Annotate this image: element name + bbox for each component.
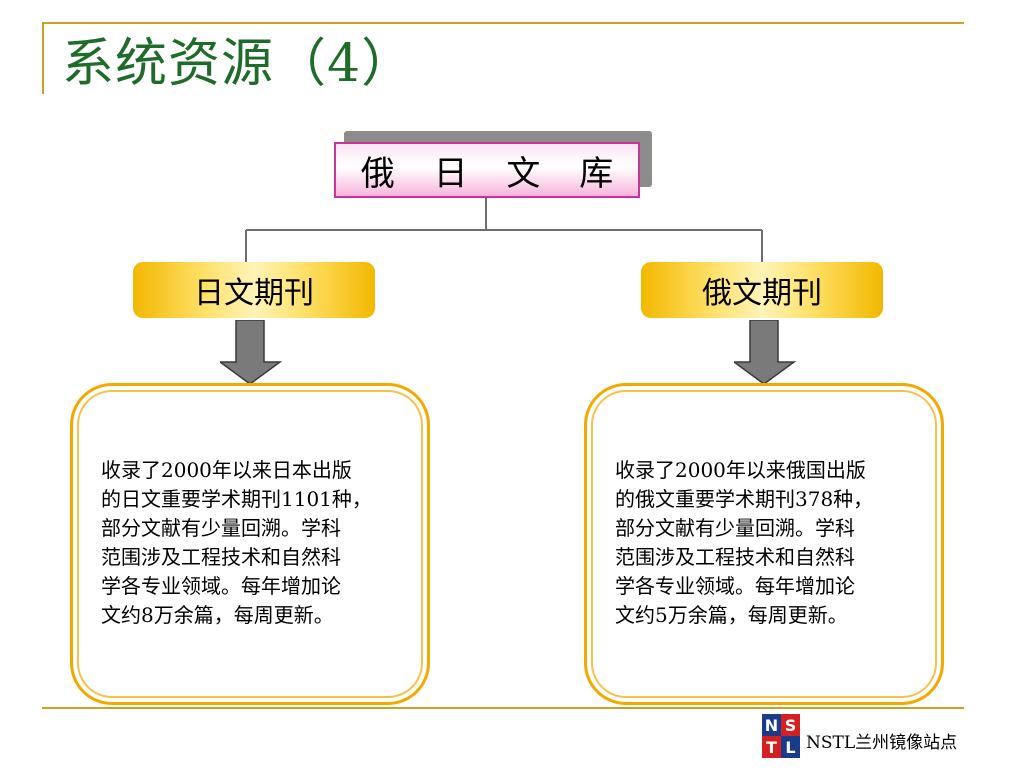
down-arrow-icon <box>220 320 283 385</box>
logo-letter-s: S <box>785 716 797 735</box>
bottom-divider <box>42 707 964 709</box>
logo-letter-t: T <box>766 738 777 757</box>
left-divider <box>42 22 44 94</box>
description-card-russian: 收录了2000年以来俄国出版 的俄文重要学术期刊378种， 部分文献有少量回溯。… <box>584 383 944 705</box>
root-node: 俄 日 文 库 <box>334 142 640 198</box>
description-card-japanese: 收录了2000年以来日本出版 的日文重要学术期刊1101种， 部分文献有少量回溯… <box>70 383 430 705</box>
description-text-japanese: 收录了2000年以来日本出版 的日文重要学术期刊1101种， 部分文献有少量回溯… <box>101 458 372 627</box>
slide-title: 系统资源（4） <box>62 34 415 94</box>
footer-site-label: NSTL兰州镜像站点 <box>806 733 958 753</box>
logo-letter-l: L <box>785 738 795 757</box>
top-divider <box>42 22 964 24</box>
nstl-logo: N S T L <box>762 714 800 758</box>
category-russian-journals: 俄文期刊 <box>641 262 883 318</box>
category-japanese-journals: 日文期刊 <box>133 262 375 318</box>
logo-letter-n: N <box>765 716 778 735</box>
description-text-russian: 收录了2000年以来俄国出版 的俄文重要学术期刊378种， 部分文献有少量回溯。… <box>615 458 874 627</box>
down-arrow-icon <box>734 320 797 385</box>
